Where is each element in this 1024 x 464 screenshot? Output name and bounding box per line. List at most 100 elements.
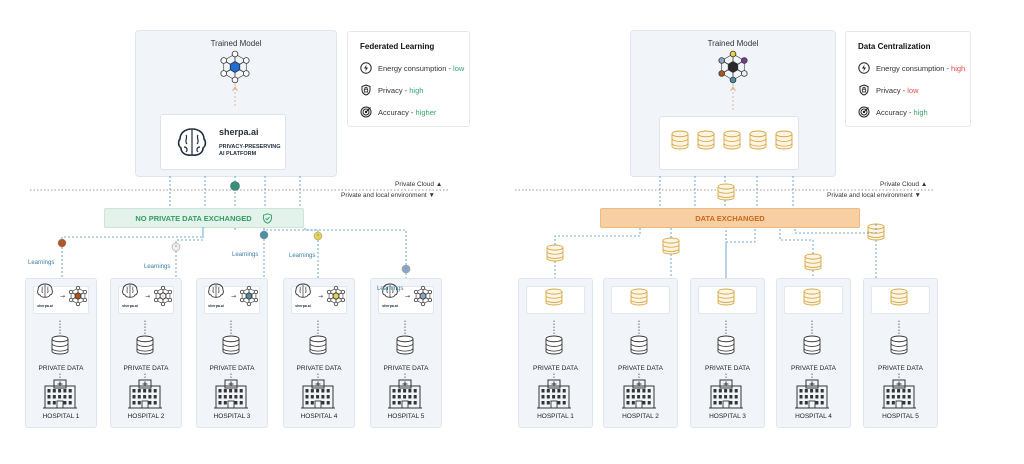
local-model-panel <box>33 286 89 314</box>
central-hospital-card: PRIVATE DATA HOSPITAL 3 <box>690 278 765 428</box>
lightning-icon <box>360 62 372 74</box>
platform-tagline: PRIVACY-PRESERVING AI PLATFORM <box>219 144 281 157</box>
shield-check-icon <box>262 212 273 224</box>
learnings-label: Learnings <box>289 253 315 259</box>
federated-hospital-card: PRIVATE DATA HOSPITAL 4 <box>283 278 355 428</box>
central-legend-title: Data Centralization <box>858 42 931 51</box>
learning-dot <box>313 231 323 241</box>
local-data-panel <box>526 286 585 314</box>
local-data-panel <box>611 286 670 314</box>
lock-icon <box>858 84 870 96</box>
local-model-panel <box>204 286 260 314</box>
target-icon <box>360 106 372 118</box>
learning-dot <box>401 264 411 274</box>
federated-legend-energy: Energy consumption - low <box>360 62 464 74</box>
learnings-label: Learnings <box>144 264 170 270</box>
federated-no-data-banner: NO PRIVATE DATA EXCHANGED <box>104 208 304 228</box>
local-data-panel <box>784 286 843 314</box>
hospital-name: HOSPITAL 1 <box>42 413 80 420</box>
central-hospital-card: PRIVATE DATA HOSPITAL 2 <box>603 278 678 428</box>
local-model-panel <box>291 286 347 314</box>
learning-dot <box>171 242 181 252</box>
hospital-name: HOSPITAL 2 <box>622 413 659 420</box>
private-cloud-text: Private Cloud <box>395 181 435 188</box>
transit-database-icon <box>804 253 822 271</box>
federated-legend-accuracy: Accuracy - higher <box>360 106 436 118</box>
central-trained-model-title: Trained Model <box>707 39 759 48</box>
central-hospital-card: PRIVATE DATA HOSPITAL 4 <box>776 278 851 428</box>
central-hospital-card: PRIVATE DATA HOSPITAL 5 <box>863 278 938 428</box>
federated-hospital-card: PRIVATE DATA HOSPITAL 3 <box>196 278 268 428</box>
transit-database-icon <box>717 183 735 201</box>
local-data-panel <box>698 286 757 314</box>
central-legend-energy: Energy consumption - high <box>858 62 965 74</box>
local-data-panel <box>871 286 930 314</box>
private-data-label: PRIVATE DATA <box>209 365 255 372</box>
aggregated-model-dot <box>230 181 240 191</box>
legend-value: higher <box>415 107 437 117</box>
private-data-label: PRIVATE DATA <box>296 365 342 372</box>
central-private-cloud-label: Private Cloud ▲ <box>880 181 928 188</box>
central-hospital-card: PRIVATE DATA HOSPITAL 1 <box>518 278 593 428</box>
federated-private-local-label: Private and local environment ▼ <box>341 192 435 199</box>
private-data-label: PRIVATE DATA <box>38 365 84 372</box>
private-data-label: PRIVATE DATA <box>123 365 169 372</box>
central-cloud-panel: Trained Model <box>630 30 836 177</box>
hospital-name: HOSPITAL 3 <box>709 413 746 420</box>
sherpa-logo-text: sherpa.ai <box>219 127 259 137</box>
hospital-name: HOSPITAL 3 <box>213 413 251 420</box>
federated-private-cloud-label: Private Cloud ▲ <box>395 181 443 188</box>
local-model-panel <box>378 286 434 314</box>
brain-icon <box>175 125 209 159</box>
legend-value: high <box>951 63 966 73</box>
legend-label: Privacy - <box>876 85 908 95</box>
private-data-label: PRIVATE DATA <box>704 365 751 372</box>
target-icon <box>858 106 870 118</box>
legend-label: Privacy - <box>378 85 410 95</box>
legend-label: Energy consumption - <box>378 63 454 73</box>
hospital-name: HOSPITAL 4 <box>300 413 338 420</box>
local-model-panel <box>118 286 174 314</box>
private-local-text: Private and local environment <box>827 192 913 199</box>
central-legend-accuracy: Accuracy - high <box>858 106 928 118</box>
private-data-label: PRIVATE DATA <box>532 365 579 372</box>
banner-text: NO PRIVATE DATA EXCHANGED <box>135 213 252 223</box>
learnings-label: Learnings <box>232 252 258 258</box>
central-data-exchanged-banner: DATA EXCHANGED <box>600 208 860 228</box>
legend-value: low <box>907 85 919 95</box>
private-data-label: PRIVATE DATA <box>877 365 924 372</box>
legend-label: Accuracy - <box>876 107 914 117</box>
federated-hospital-card: PRIVATE DATA HOSPITAL 5 <box>370 278 442 428</box>
hospital-name: HOSPITAL 2 <box>127 413 165 420</box>
private-data-label: PRIVATE DATA <box>383 365 429 372</box>
hospital-name: HOSPITAL 5 <box>882 413 919 420</box>
federated-legend: Federated Learning Energy consumption - … <box>347 31 470 127</box>
transit-database-icon <box>867 223 885 241</box>
federated-hospital-card: PRIVATE DATA HOSPITAL 2 <box>110 278 182 428</box>
private-local-text: Private and local environment <box>341 192 427 199</box>
private-data-label: PRIVATE DATA <box>790 365 837 372</box>
legend-value: low <box>453 63 465 73</box>
federated-trained-model-title: Trained Model <box>210 39 262 48</box>
learnings-label: Learnings <box>28 260 54 266</box>
central-data-store-card <box>659 116 799 170</box>
sherpa-platform-card: sherpa.ai PRIVACY-PRESERVING AI PLATFORM <box>160 114 286 170</box>
private-data-label: PRIVATE DATA <box>617 365 664 372</box>
federated-hospital-card: PRIVATE DATA HOSPITAL 1 <box>25 278 97 428</box>
legend-label: Accuracy - <box>378 107 416 117</box>
hospital-name: HOSPITAL 5 <box>387 413 425 420</box>
central-legend-privacy: Privacy - low <box>858 84 919 96</box>
federated-legend-privacy: Privacy - high <box>360 84 423 96</box>
lock-icon <box>360 84 372 96</box>
lightning-icon <box>858 62 870 74</box>
private-cloud-text: Private Cloud <box>880 181 920 188</box>
learning-dot <box>259 230 269 240</box>
legend-value: high <box>409 85 424 95</box>
banner-text: DATA EXCHANGED <box>695 213 765 223</box>
hospital-name: HOSPITAL 1 <box>537 413 574 420</box>
central-private-local-label: Private and local environment ▼ <box>827 192 921 199</box>
central-legend: Data Centralization Energy consumption -… <box>845 31 971 127</box>
learning-dot <box>57 238 67 248</box>
legend-value: high <box>913 107 928 117</box>
hospital-name: HOSPITAL 4 <box>795 413 832 420</box>
